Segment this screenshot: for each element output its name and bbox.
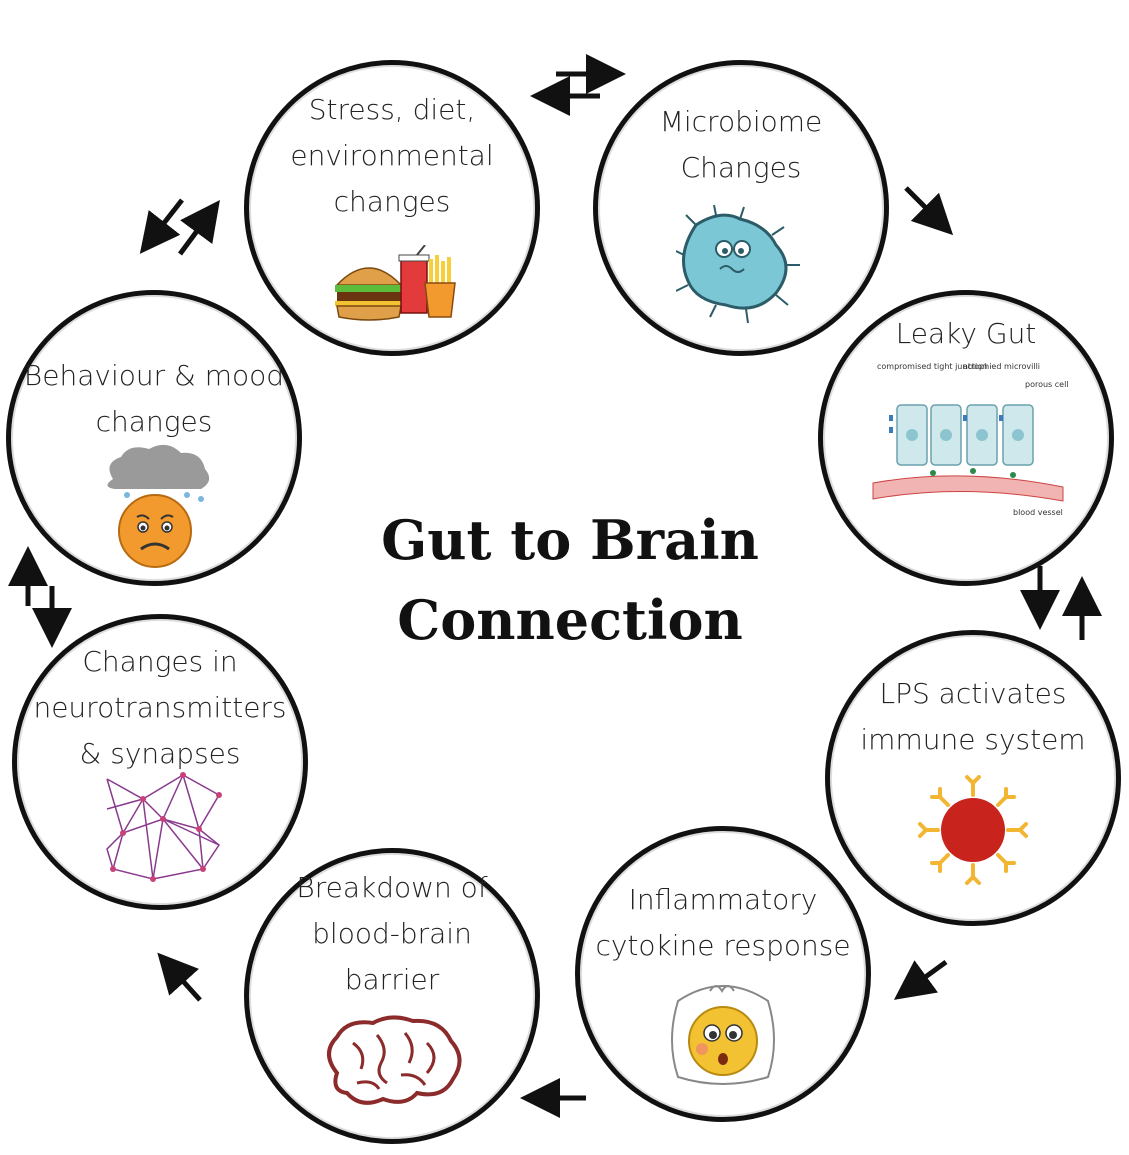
node-neuro-line-3: & synapses: [79, 737, 241, 770]
node-behaviour-line-2: changes: [95, 405, 213, 438]
node-behaviour-line-1: Behaviour & mood: [23, 359, 285, 392]
title-line-1: Gut to Brain: [381, 508, 759, 572]
gut-cells-diagram: compromised tight junction atrophied mic…: [872, 362, 1069, 517]
annotation-blood-vessel: blood vessel: [1013, 508, 1063, 517]
node-microbiome-line-2: Changes: [680, 151, 802, 184]
node-leaky-gut: Leaky Gut compromised tight junction atr…: [818, 290, 1114, 586]
neural-network-icon: [106, 772, 222, 882]
node-bbb-label: Breakdown of blood-brain barrier: [249, 865, 535, 1003]
diagram-title: Gut to Brain Connection: [330, 500, 810, 660]
brain-icon: [327, 1015, 462, 1105]
node-stress-diet: Stress, diet, environmental changes: [244, 60, 540, 356]
node-inflammatory-line-1: Inflammatory: [628, 883, 818, 916]
annotation-porous-cell: porous cell: [1025, 380, 1069, 389]
node-neuro-label: Changes in neurotransmitters & synapses: [17, 639, 303, 777]
arrow-microbiome-to-leaky: [904, 186, 954, 236]
node-inflammatory: Inflammatory cytokine response: [575, 826, 871, 1122]
node-lps-label: LPS activates immune system: [830, 671, 1116, 763]
node-microbiome: Microbiome Changes: [593, 60, 889, 356]
node-inflammatory-line-2: cytokine response: [595, 929, 851, 962]
node-leaky-line-1: Leaky Gut: [895, 317, 1037, 350]
arrow-bbb-to-neuro: [157, 952, 202, 1002]
node-blood-brain-barrier: Breakdown of blood-brain barrier: [244, 848, 540, 1144]
node-stress-line-2: environmental: [290, 139, 494, 172]
node-bbb-line-1: Breakdown of: [296, 871, 488, 904]
node-microbiome-label: Microbiome Changes: [598, 99, 884, 191]
node-leaky-label: Leaky Gut: [823, 311, 1109, 357]
arrow-pair-neuro-behaviour: [7, 546, 72, 648]
node-neuro-line-2: neurotransmitters: [33, 691, 287, 724]
node-neurotransmitters: Changes in neurotransmitters & synapses: [12, 614, 308, 910]
microbe-icon: [676, 205, 800, 324]
node-behaviour-mood: Behaviour & mood changes: [6, 290, 302, 586]
arrow-pair-stress-microbiome: [530, 54, 626, 116]
arrow-pair-leaky-lps: [1020, 566, 1102, 640]
arrow-pair-behaviour-stress: [139, 198, 220, 256]
node-bbb-line-2: blood-brain: [312, 917, 472, 950]
node-inflammatory-label: Inflammatory cytokine response: [580, 877, 866, 969]
node-stress-line-1: Stress, diet,: [308, 93, 476, 126]
node-microbiome-line-1: Microbiome: [659, 105, 823, 138]
sick-emoji-icon: [671, 985, 775, 1085]
annotation-tight-junction: compromised tight junction: [877, 362, 987, 371]
node-lps-line-2: immune system: [860, 723, 1086, 756]
annotation-microvilli: atrophied microvilli: [963, 362, 1040, 371]
arrow-lps-to-inflammatory: [893, 959, 948, 1000]
node-stress-line-3: changes: [333, 185, 451, 218]
node-neuro-line-1: Changes in: [82, 645, 238, 678]
node-bbb-line-3: barrier: [344, 963, 440, 996]
fast-food-icon: [335, 245, 456, 321]
title-line-2: Connection: [397, 588, 743, 652]
node-behaviour-label: Behaviour & mood changes: [11, 353, 297, 445]
immune-cell-icon: [918, 775, 1028, 885]
node-stress-label: Stress, diet, environmental changes: [249, 87, 535, 225]
node-lps-immune: LPS activates immune system: [825, 630, 1121, 926]
node-lps-line-1: LPS activates: [879, 677, 1067, 710]
sad-cloud-face-icon: [107, 444, 210, 568]
